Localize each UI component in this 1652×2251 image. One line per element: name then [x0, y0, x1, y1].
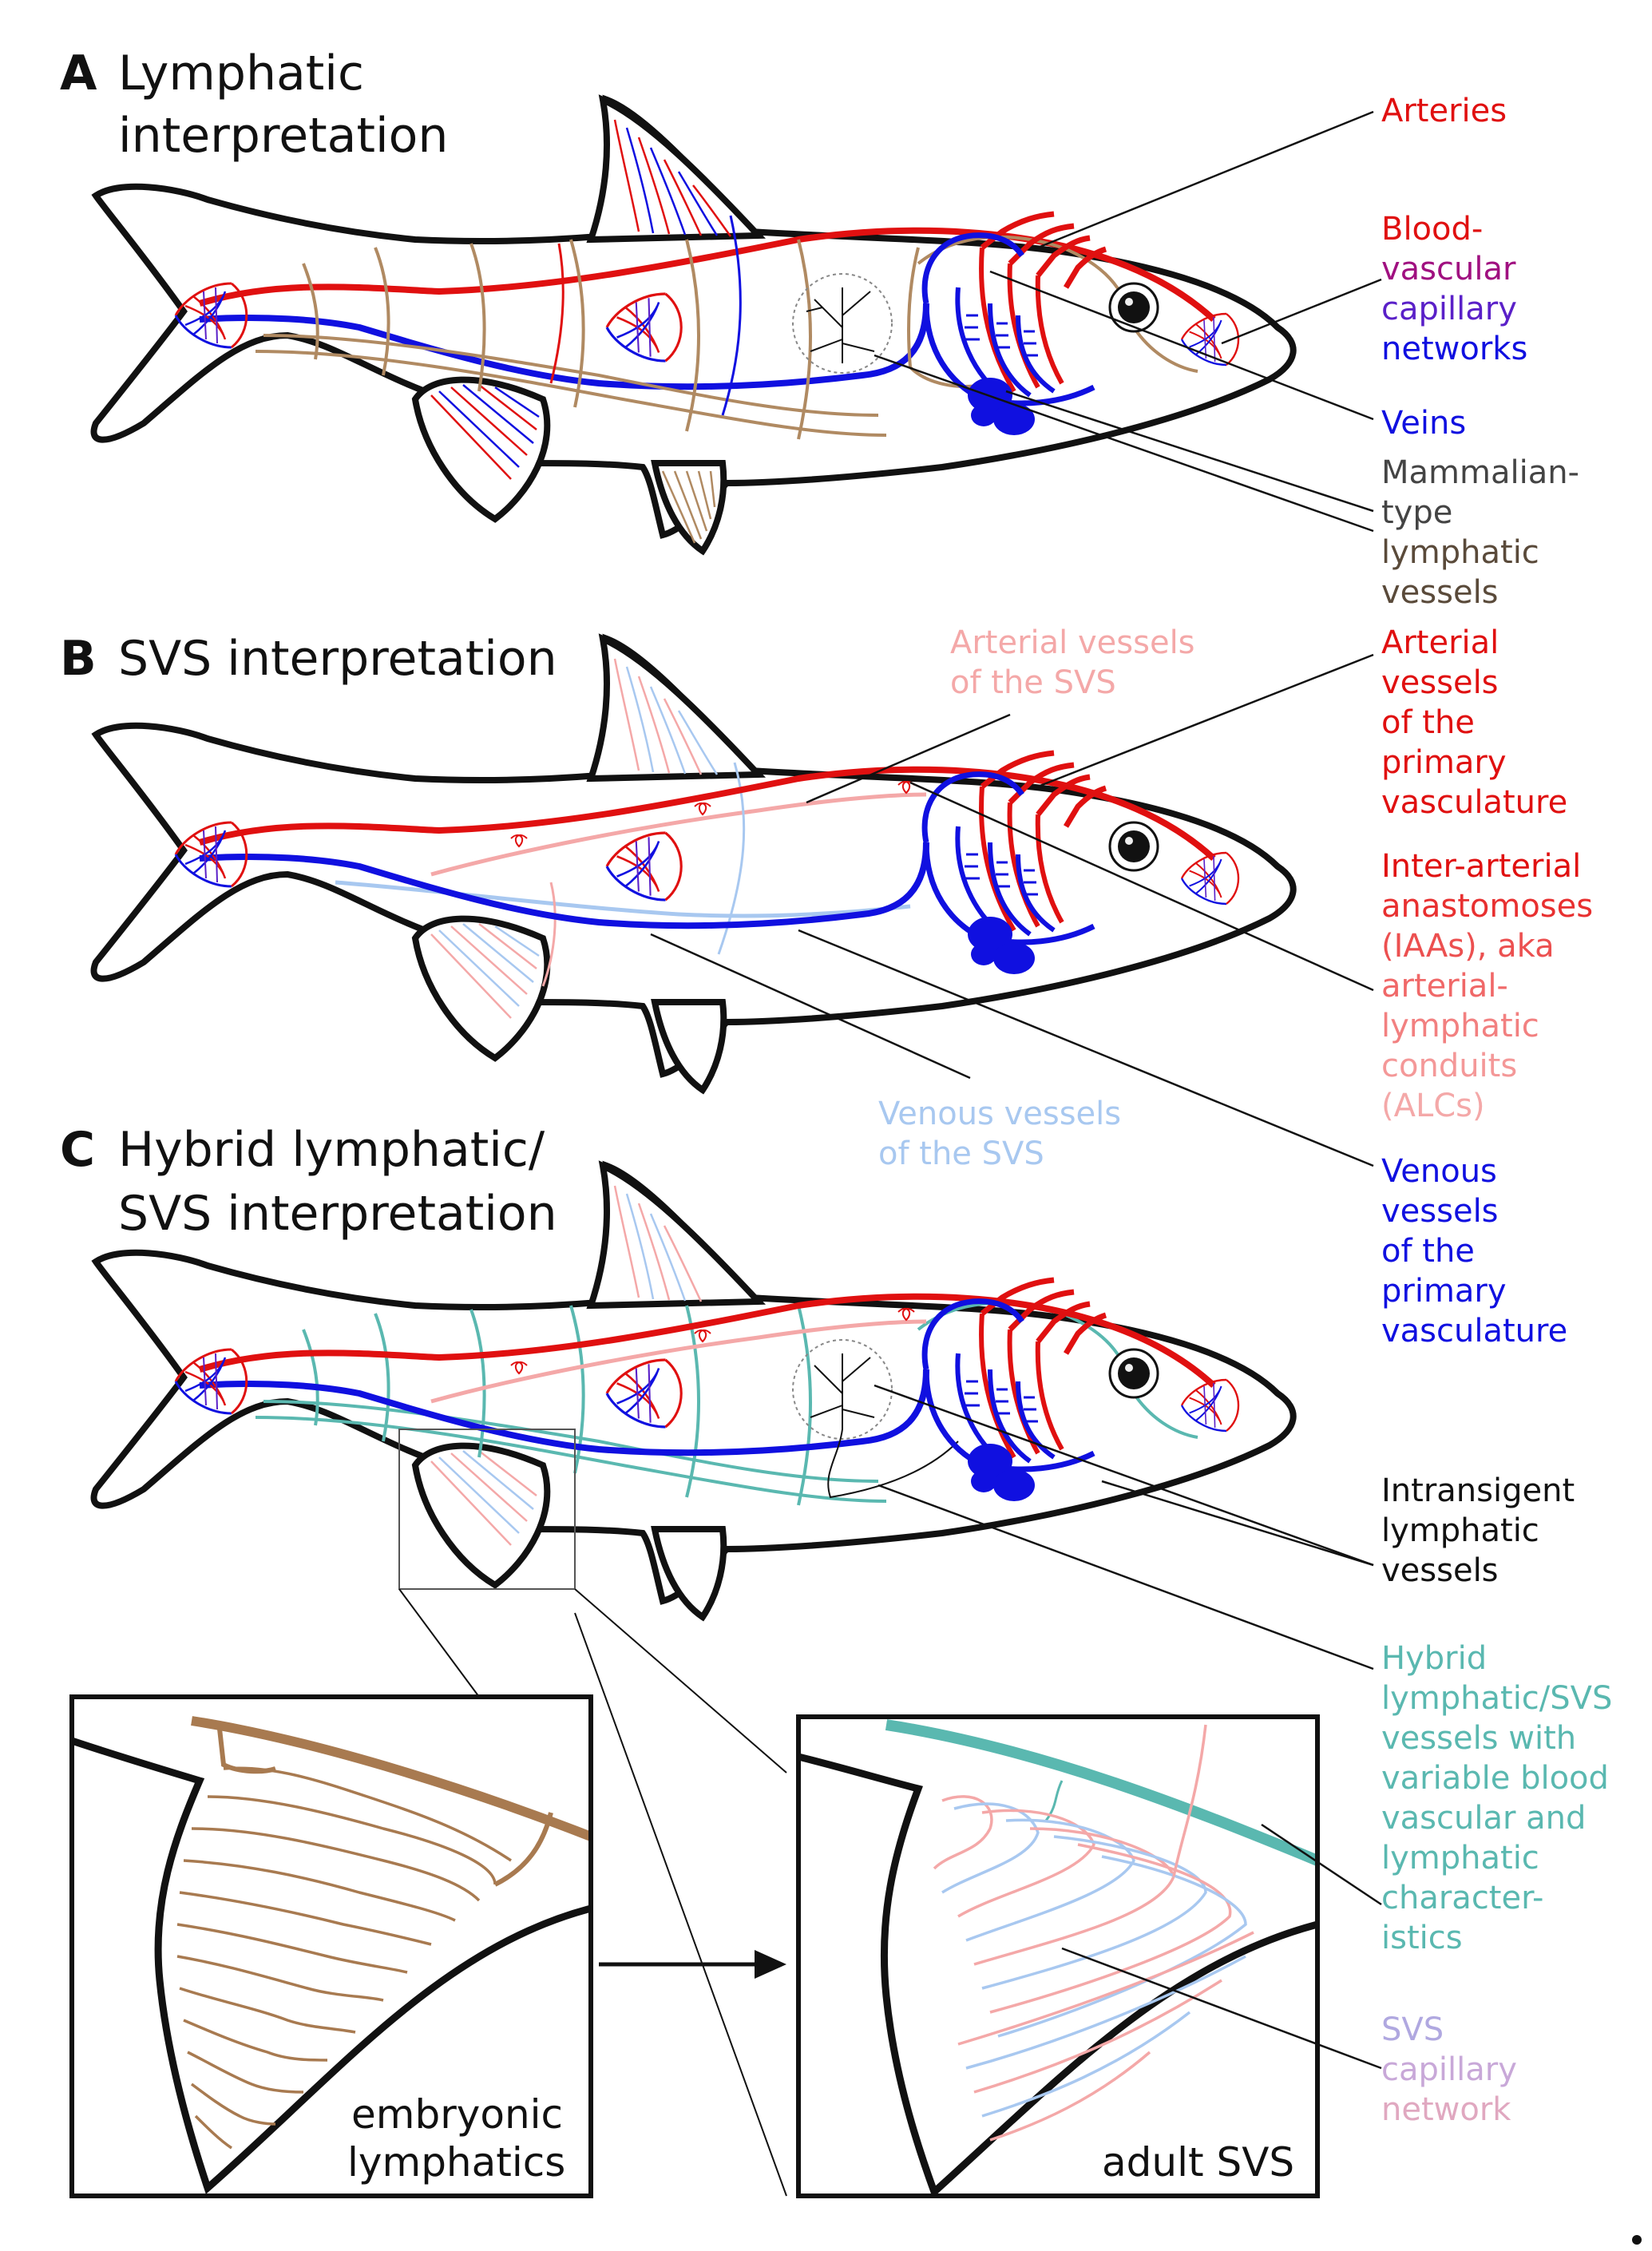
svg-text:vessels: vessels	[1381, 1193, 1499, 1230]
label-svs-capillary: SVS capillary network	[1381, 2011, 1517, 2128]
label-arteries: Arteries	[1381, 93, 1507, 129]
panel-a-title-line2: interpretation	[118, 108, 448, 164]
svg-text:Mammalian-: Mammalian-	[1381, 454, 1579, 491]
label-blood-capillary: Blood- vascular capillary networks	[1381, 211, 1527, 367]
panel-b-letter: B	[60, 631, 97, 687]
transition-arrow	[599, 1950, 786, 1979]
svs-capillary-network	[933, 1724, 1254, 2142]
panel-a-letter: A	[60, 46, 97, 101]
svg-text:Intransigent: Intransigent	[1381, 1472, 1575, 1509]
panel-c-title-line2: SVS interpretation	[118, 1186, 557, 1242]
svg-text:Inter-arterial: Inter-arterial	[1381, 848, 1581, 885]
panel-c-letter: C	[60, 1122, 95, 1178]
svg-text:capillary: capillary	[1381, 2051, 1517, 2088]
panel-c-hybrid: C Hybrid lymphatic/ SVS interpretation	[60, 1122, 1612, 2128]
panel-c-title-line1: Hybrid lymphatic/	[118, 1122, 545, 1178]
svg-text:lymphatic: lymphatic	[1381, 1840, 1539, 1876]
svg-text:lymphatics: lymphatics	[347, 2139, 565, 2186]
svg-text:vessels with: vessels with	[1381, 1720, 1576, 1757]
svg-text:character-: character-	[1381, 1880, 1543, 1916]
stray-dot	[1632, 2235, 1642, 2245]
svg-text:arterial-: arterial-	[1381, 968, 1508, 1005]
svg-text:embryonic: embryonic	[351, 2091, 563, 2138]
svg-text:of the: of the	[1381, 1233, 1475, 1270]
svg-text:type: type	[1381, 494, 1452, 531]
svg-text:vascular and: vascular and	[1381, 1800, 1586, 1837]
svg-text:(ALCs): (ALCs)	[1381, 1088, 1485, 1124]
svg-text:lymphatic: lymphatic	[1381, 1512, 1539, 1549]
svg-text:lymphatic/SVS: lymphatic/SVS	[1381, 1680, 1612, 1717]
vein-a	[199, 303, 929, 390]
svg-text:Arterial: Arterial	[1381, 624, 1499, 661]
svg-text:primary: primary	[1381, 1273, 1507, 1310]
inset-adult-svs: adult SVS	[796, 1714, 1382, 2198]
svg-text:vasculature: vasculature	[1381, 1313, 1567, 1349]
label-veins: Veins	[1381, 405, 1466, 442]
svg-text:Hybrid: Hybrid	[1381, 1640, 1487, 1677]
label-venous-svs: Venous vessels of the SVS	[878, 1096, 1121, 1172]
label-arterial-svs: Arterial vessels of the SVS	[950, 624, 1195, 701]
embryonic-lymph-network	[176, 1766, 512, 2150]
svg-text:of the: of the	[1381, 704, 1475, 741]
inset-embryonic: embryonic lymphatics	[69, 1694, 593, 2198]
svg-text:of the SVS: of the SVS	[878, 1135, 1044, 1172]
svg-text:networks: networks	[1381, 331, 1527, 367]
svg-text:Venous: Venous	[1381, 1153, 1497, 1190]
panel-a-lymphatic: A Lymphatic interpretation	[60, 46, 1579, 611]
label-iaas: Inter-arterial anastomoses (IAAs), aka a…	[1381, 848, 1593, 1124]
svg-text:lymphatic: lymphatic	[1381, 534, 1539, 571]
svg-text:Blood-: Blood-	[1381, 211, 1483, 248]
svg-text:capillary: capillary	[1381, 291, 1517, 327]
label-venous-primary: Venous vessels of the primary vasculatur…	[1381, 1153, 1567, 1349]
zoom-connectors	[398, 1588, 787, 2197]
panel-a-title-line1: Lymphatic	[118, 46, 364, 101]
svg-text:vessels: vessels	[1381, 574, 1499, 611]
svg-text:vessels: vessels	[1381, 1552, 1499, 1589]
svg-text:vasculature: vasculature	[1381, 784, 1567, 821]
svg-text:anastomoses: anastomoses	[1381, 888, 1593, 925]
label-mammalian-lymph: Mammalian- type lymphatic vessels	[1381, 454, 1579, 611]
svg-text:Arterial vessels: Arterial vessels	[950, 624, 1195, 661]
panel-b-svs: B SVS interpretation	[60, 624, 1593, 1349]
label-hybrid: Hybrid lymphatic/SVS vessels with variab…	[1381, 1640, 1612, 1956]
panel-b-title: SVS interpretation	[118, 631, 557, 687]
svg-text:of the SVS: of the SVS	[950, 664, 1116, 701]
svg-text:istics: istics	[1381, 1920, 1463, 1956]
svg-text:network: network	[1381, 2091, 1511, 2128]
label-arterial-primary: Arterial vessels of the primary vasculat…	[1381, 624, 1567, 821]
brain-vessels-a	[792, 273, 893, 374]
svg-text:vessels: vessels	[1381, 664, 1499, 701]
inset-right-caption: adult SVS	[1102, 2139, 1294, 2186]
svg-text:conduits: conduits	[1381, 1048, 1517, 1084]
svg-text:(IAAs), aka: (IAAs), aka	[1381, 928, 1555, 965]
artery-a	[198, 227, 1216, 322]
svg-text:Venous vessels: Venous vessels	[878, 1096, 1121, 1132]
inset-left-caption: embryonic lymphatics	[347, 2091, 565, 2186]
label-intransigent: Intransigent lymphatic vessels	[1381, 1472, 1575, 1589]
svg-text:SVS: SVS	[1381, 2011, 1444, 2048]
svg-text:vascular: vascular	[1381, 251, 1516, 287]
svg-text:variable blood: variable blood	[1381, 1760, 1609, 1797]
svg-text:lymphatic: lymphatic	[1381, 1008, 1539, 1044]
svg-text:primary: primary	[1381, 744, 1507, 781]
